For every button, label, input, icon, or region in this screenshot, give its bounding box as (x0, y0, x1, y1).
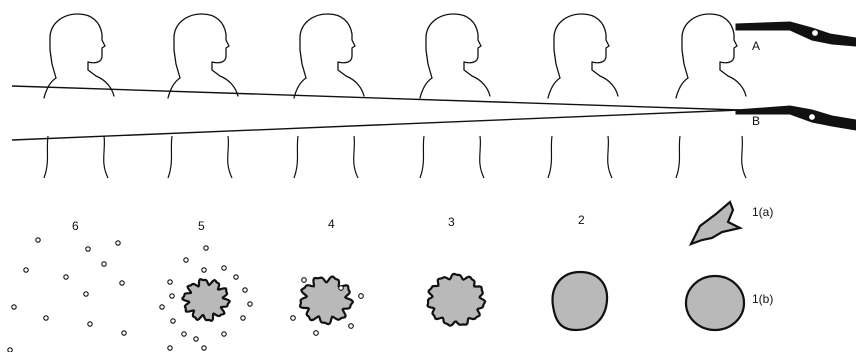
torso-right-line (353, 135, 359, 179)
torso-left-line (167, 135, 173, 179)
particle-dot (233, 274, 239, 280)
gun-b (735, 105, 856, 131)
particle-dot (221, 265, 227, 271)
particle-dot (301, 277, 307, 283)
stage-5-label: 5 (198, 219, 205, 233)
particle-dot (358, 293, 364, 299)
torso-right-line (741, 135, 747, 179)
stage-5-specks (159, 245, 253, 351)
stage-4-cell (298, 275, 354, 326)
beam-b-line (11, 109, 741, 141)
particle-dot (7, 347, 13, 352)
silhouette-head-outline (425, 13, 491, 97)
gun-a-body (735, 21, 856, 47)
particle-dot (159, 304, 165, 310)
torso-left-line (419, 135, 425, 179)
particle-dot (193, 336, 199, 342)
gun-b-knob (807, 112, 817, 122)
particle-dot (43, 315, 49, 321)
particle-dot (201, 267, 207, 273)
stage-1b-label: 1(b) (752, 292, 773, 306)
person-silhouette (547, 13, 619, 179)
torso-left-line (43, 135, 49, 179)
torso-right-line (227, 135, 233, 179)
silhouette-back-outline (419, 77, 433, 99)
particle-dot (338, 285, 344, 291)
torso-right-line (607, 135, 613, 179)
particle-dot (119, 280, 125, 286)
gun-b-body (735, 105, 856, 131)
particle-dot (240, 315, 246, 321)
stage-4-blob (298, 275, 354, 326)
stage-3-cell (426, 272, 487, 327)
stage-6-specks (7, 237, 127, 352)
particle-dot (85, 246, 91, 252)
silhouette-back-outline (675, 77, 689, 99)
silhouette-head-outline (299, 13, 365, 97)
particle-dot (101, 261, 107, 267)
particle-dot (170, 318, 176, 324)
person-silhouette (43, 13, 115, 179)
torso-left-line (547, 135, 553, 179)
particle-dot (83, 291, 89, 297)
silhouette-head-outline (553, 13, 619, 97)
particle-dot (169, 293, 175, 299)
particle-dot (313, 330, 319, 336)
silhouette-back-outline (167, 77, 181, 99)
particle-dot (242, 287, 248, 293)
torso-left-line (293, 135, 299, 179)
person-silhouette (675, 13, 747, 179)
particle-dot (221, 331, 227, 337)
particle-dot (290, 315, 296, 321)
torso-right-line (103, 135, 109, 179)
particle-dot (23, 267, 29, 273)
torso-right-line (479, 135, 485, 179)
stage-4-label: 4 (328, 217, 335, 231)
particle-dot (167, 279, 173, 285)
particle-dot (35, 237, 41, 243)
beam-a-line (11, 85, 741, 111)
stage-5-blob (181, 278, 231, 322)
person-silhouette (419, 13, 491, 179)
stage-3-label: 3 (448, 215, 455, 229)
particle-dot (181, 331, 187, 337)
gun-a-knob (810, 28, 820, 38)
silhouette-head-outline (49, 13, 115, 97)
stage-2-label: 2 (578, 213, 585, 227)
person-silhouette (167, 13, 239, 179)
silhouette-back-outline (43, 77, 57, 99)
particle-dot (87, 321, 93, 327)
beam-lines (11, 85, 741, 141)
stage-6-label: 6 (72, 219, 79, 233)
particle-dot (201, 345, 207, 351)
particle-dot (167, 345, 173, 351)
person-silhouette (293, 13, 365, 179)
gun-b-label: B (752, 114, 760, 128)
stage-1a-cell (688, 200, 744, 246)
gun-a-label: A (752, 39, 760, 53)
particle-dot (121, 330, 127, 336)
silhouette-head-outline (173, 13, 239, 97)
silhouette-head-outline (681, 13, 747, 97)
torso-left-line (675, 135, 681, 179)
silhouette-back-outline (547, 77, 561, 99)
stage-3-blob (426, 272, 487, 327)
particle-dot (203, 245, 209, 251)
stage-2-cell (551, 270, 609, 332)
stage-5-cell (181, 278, 231, 322)
particle-dot (115, 240, 121, 246)
stage-1a-label: 1(a) (752, 205, 773, 219)
gun-a (735, 21, 856, 47)
stage-4-specks (290, 277, 364, 336)
silhouette-row (43, 13, 747, 179)
particle-dot (247, 301, 253, 307)
particle-dot (11, 304, 17, 310)
particle-dot (183, 257, 189, 263)
stage-1b-cell (684, 274, 746, 332)
particle-dot (63, 274, 69, 280)
particle-dot (348, 323, 354, 329)
